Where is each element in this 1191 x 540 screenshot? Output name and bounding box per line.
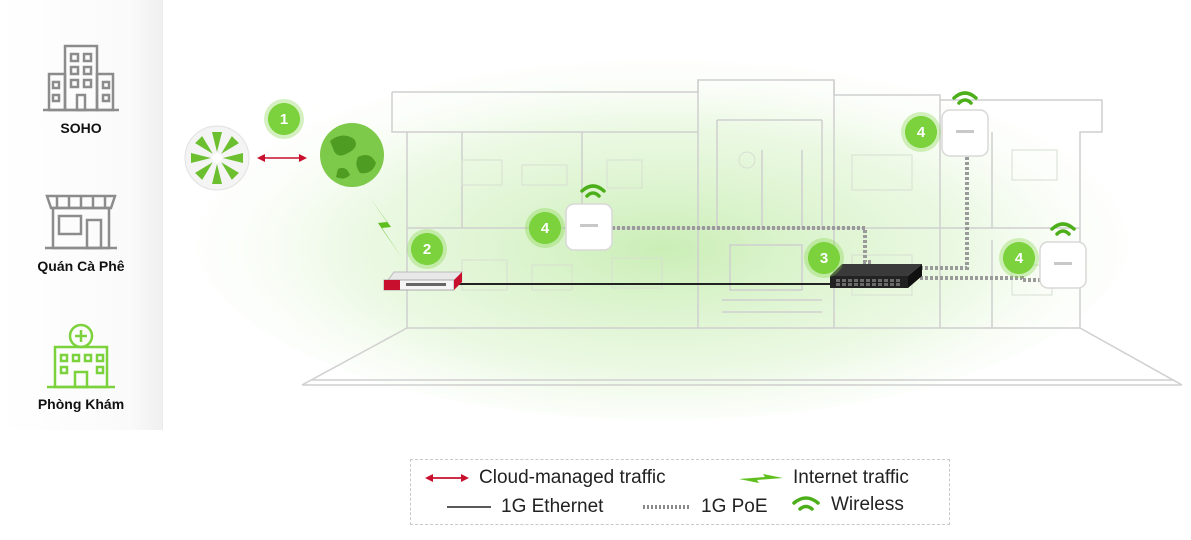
network-diagram: 1 2 3 4 4 4	[162, 0, 1191, 440]
step-badge-ap: 4	[901, 112, 941, 152]
legend-item-poe: 1G PoE	[643, 496, 768, 518]
wifi-icon	[792, 496, 820, 511]
cloud-arrow-icon	[425, 474, 469, 482]
internet-traffic-bolt	[368, 195, 402, 258]
building-floorplan	[184, 40, 1183, 420]
step-badge-switch: 3	[804, 238, 844, 278]
legend-label: 1G Ethernet	[501, 496, 604, 517]
legend-item-ethernet: 1G Ethernet	[447, 496, 603, 518]
sidebar-item-soho: SOHO	[0, 40, 162, 136]
cloud-service-icon	[184, 125, 250, 191]
legend-label: Cloud-managed traffic	[479, 467, 666, 488]
step-badge-router: 2	[407, 229, 447, 269]
poe-links	[612, 152, 1047, 282]
poe-line-icon	[643, 505, 691, 509]
legend-label: Internet traffic	[793, 467, 909, 488]
clinic-icon	[47, 323, 115, 389]
legend-label: Wireless	[831, 494, 904, 515]
sidebar-item-cafe: Quán Cà Phê	[0, 192, 162, 274]
sidebar-item-label: Phòng Khám	[37, 396, 125, 412]
legend-item-wireless: Wireless	[791, 494, 904, 516]
sidebar-item-label: SOHO	[60, 120, 102, 136]
storefront-icon	[45, 194, 117, 250]
ethernet-line-icon	[447, 506, 491, 508]
wifi-icon	[952, 91, 978, 105]
cloud-managed-arrow	[257, 154, 307, 162]
globe-icon	[320, 123, 384, 187]
step-badge-cloud: 1	[264, 99, 304, 139]
legend-item-internet: Internet traffic	[739, 467, 909, 489]
office-building-icon	[43, 44, 119, 112]
legend-label: 1G PoE	[701, 496, 768, 517]
sidebar: SOHO Quán Cà Phê	[0, 0, 163, 430]
wifi-icon	[580, 184, 606, 198]
step-badge-ap: 4	[525, 208, 565, 248]
sidebar-item-label: Quán Cà Phê	[37, 258, 125, 274]
legend-item-cloud: Cloud-managed traffic	[425, 467, 666, 489]
access-point	[941, 109, 989, 157]
internet-bolt-icon	[739, 474, 783, 483]
step-badge-ap: 4	[999, 238, 1039, 278]
network-switch	[830, 264, 922, 288]
access-point	[1039, 241, 1087, 289]
access-point	[565, 203, 613, 251]
legend: Cloud-managed traffic Internet traffic 1…	[410, 459, 950, 525]
wifi-icon	[1050, 222, 1076, 236]
sidebar-item-clinic: Phòng Khám	[0, 322, 162, 412]
firewall-router	[383, 271, 463, 291]
